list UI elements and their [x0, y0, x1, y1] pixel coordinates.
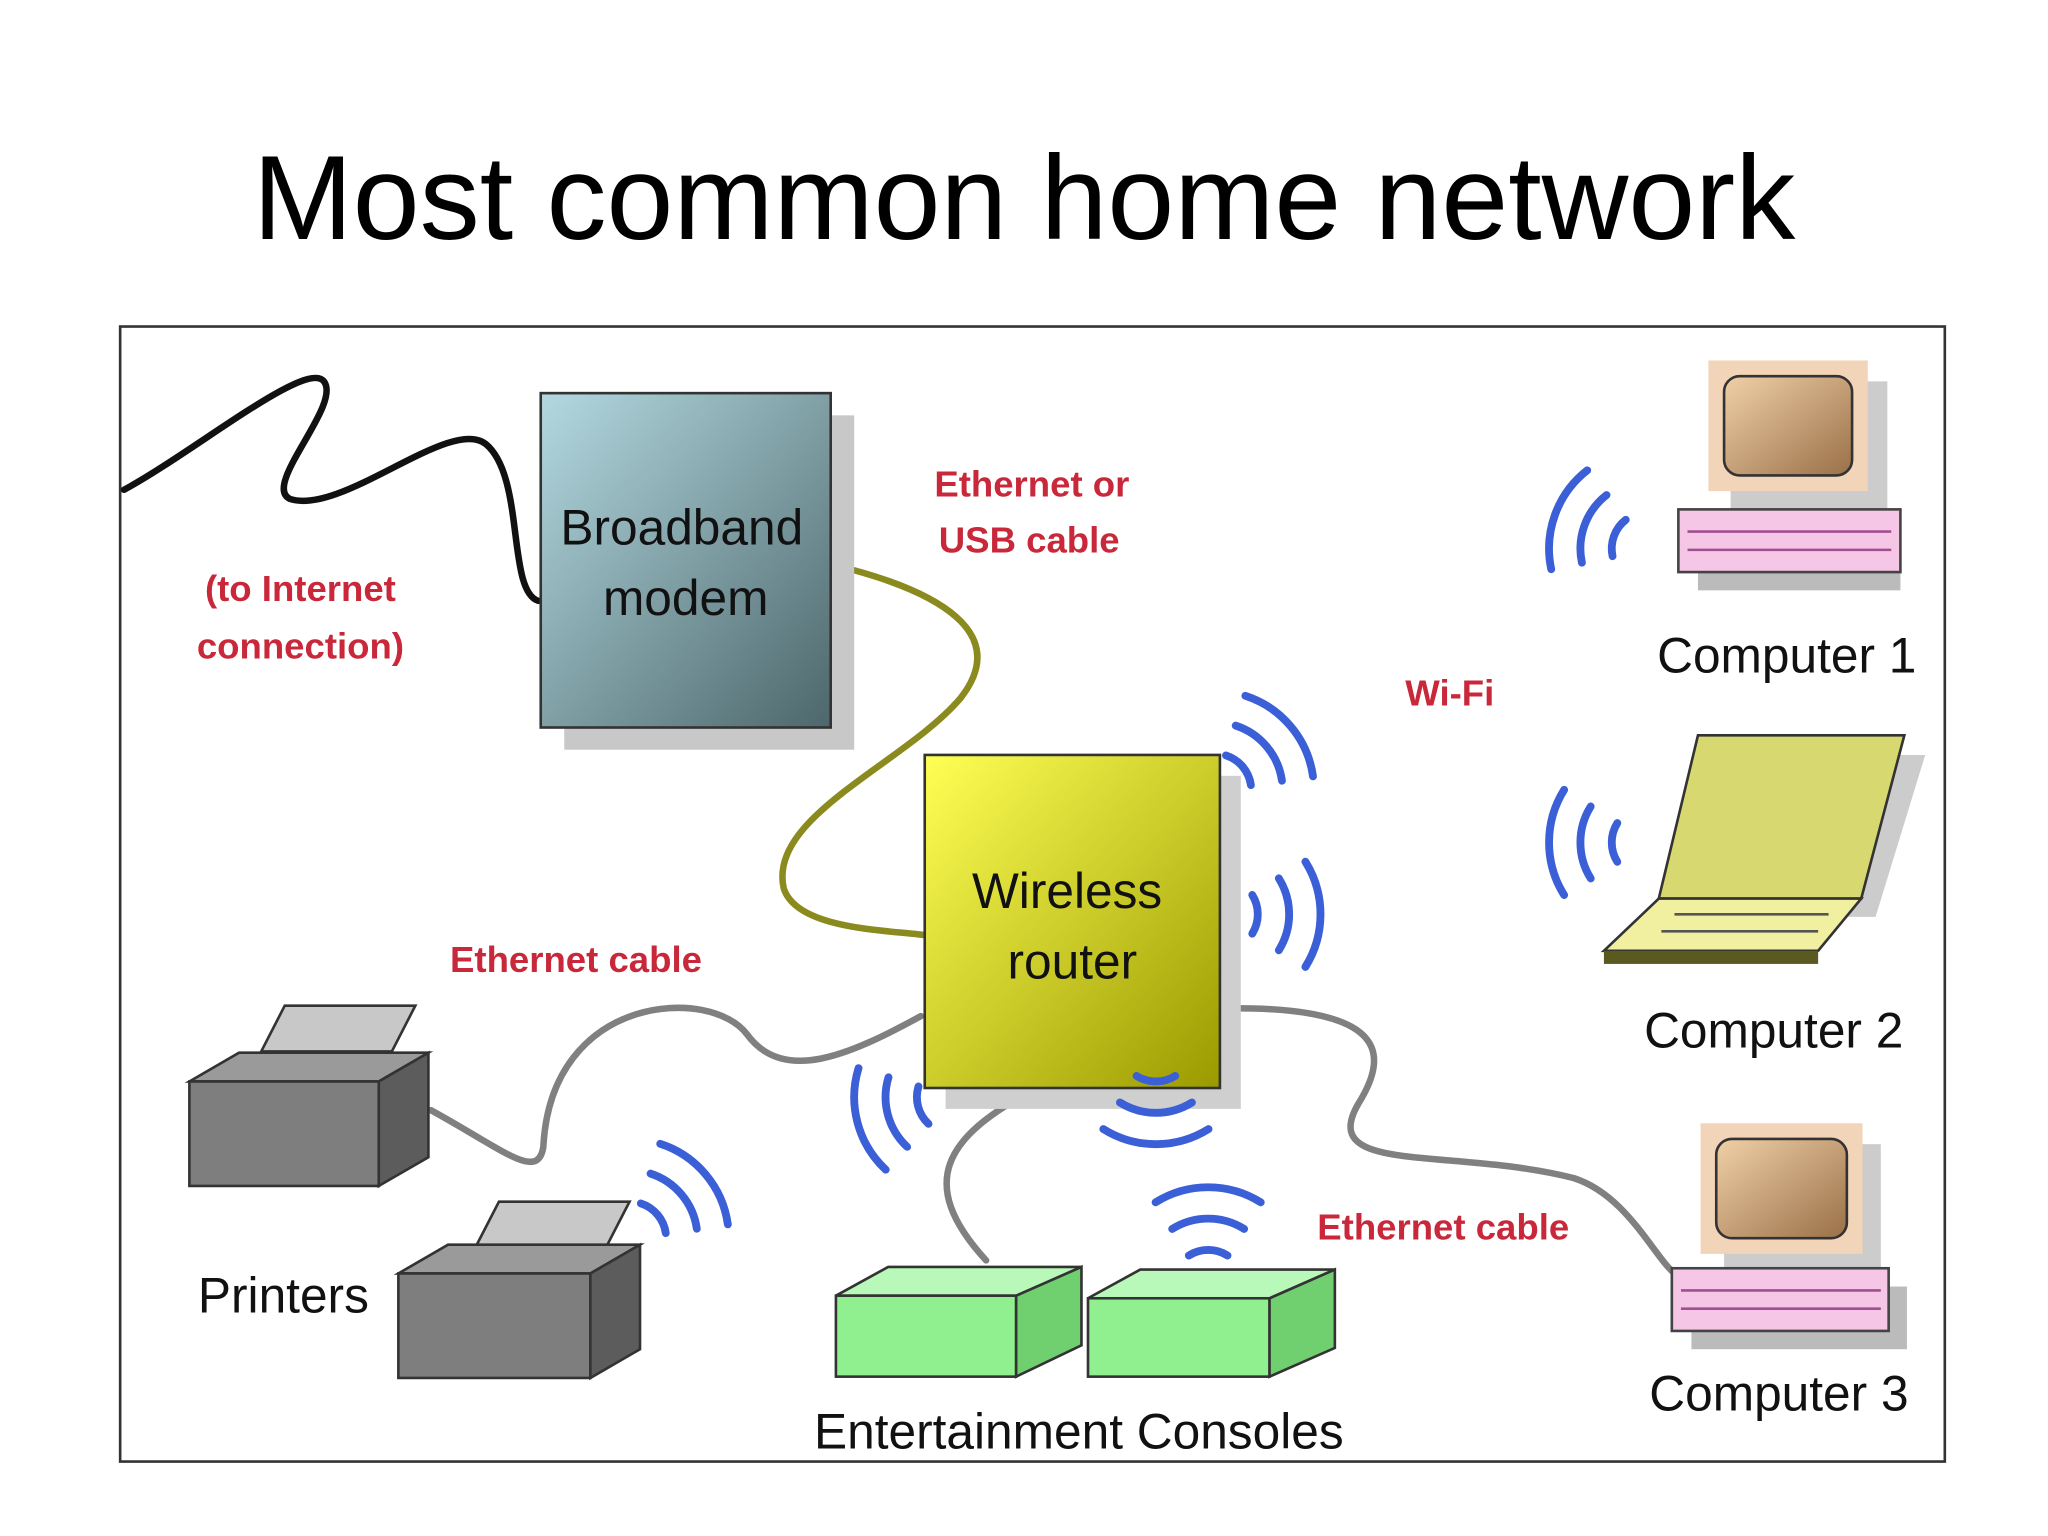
computer-3: Computer 3 — [1649, 1123, 1909, 1422]
wifi-signal-icon — [1099, 1071, 1213, 1149]
wifi-signal-icon — [850, 1064, 933, 1174]
wifi-arc — [1545, 466, 1592, 574]
printer-ethernet-cable — [427, 1004, 925, 1166]
modem-label-2: modem — [603, 570, 768, 626]
wifi-arc — [1248, 890, 1262, 938]
keyboard-icon — [1677, 508, 1902, 574]
wifi-arc — [1184, 1246, 1232, 1260]
wifi-arc — [850, 1064, 890, 1174]
internet-cable — [120, 374, 542, 605]
ethernet-usb-label-1: Ethernet or — [934, 463, 1129, 504]
computer3-ethernet-cable — [1219, 1005, 1678, 1277]
wifi-arc — [1576, 802, 1595, 883]
wifi-arc — [913, 1082, 933, 1128]
computer-2-laptop: Computer 2 — [1600, 734, 1926, 1059]
internet-label-1: (to Internet — [205, 568, 396, 609]
consoles-label: Entertainment Consoles — [814, 1403, 1344, 1459]
wifi-arc — [1274, 874, 1294, 955]
computer-1: Computer 1 — [1657, 360, 1916, 684]
router-label-1: Wireless — [972, 863, 1162, 919]
wifi-signal-icon — [1545, 785, 1622, 899]
wifi-arc — [636, 1199, 670, 1238]
slide-title: Most common home network — [253, 131, 1796, 265]
console-1 — [834, 1264, 1083, 1379]
wifi-arc — [1132, 1071, 1180, 1086]
network-diagram: Broadband modem Wireless router Computer… — [118, 325, 1947, 1463]
modem-router-cable — [779, 560, 981, 939]
computer-1-label: Computer 1 — [1657, 628, 1916, 684]
wifi-arc — [1222, 751, 1255, 790]
wifi-signal-icon — [636, 1139, 732, 1238]
wifi-arc — [1545, 785, 1569, 899]
ethernet-cable-label-right: Ethernet cable — [1317, 1207, 1569, 1248]
broadband-modem: Broadband modem — [539, 391, 855, 750]
ethernet-usb-label-2: USB cable — [939, 519, 1120, 560]
wireless-router: Wireless router — [923, 753, 1241, 1109]
computer-2-label: Computer 2 — [1644, 1003, 1903, 1059]
computer-3-label: Computer 3 — [1649, 1366, 1908, 1422]
printer-2 — [393, 1200, 645, 1381]
wifi-arc — [1231, 721, 1286, 785]
wifi-arc — [1099, 1125, 1213, 1149]
wifi-arc — [1151, 1183, 1265, 1207]
modem-label-1: Broadband — [560, 500, 803, 556]
ethernet-cable-label-left: Ethernet cable — [450, 939, 702, 980]
wifi-arc — [656, 1139, 732, 1229]
wifi-signal-icon — [1545, 466, 1630, 574]
keyboard-icon — [1670, 1266, 1890, 1333]
wifi-arc — [1607, 819, 1622, 866]
wifi-arc — [1607, 515, 1630, 561]
wifi-arc — [1168, 1214, 1249, 1233]
printer-1 — [184, 1004, 434, 1189]
wifi-arc — [1301, 857, 1325, 971]
wifi-arc — [1241, 691, 1317, 781]
wifi-arc — [1576, 491, 1611, 567]
wifi-arc — [1116, 1098, 1196, 1117]
router-label-2: router — [1008, 933, 1138, 989]
internet-label-2: connection) — [197, 625, 404, 666]
wifi-signal-icon — [1222, 691, 1317, 790]
wifi-signal-icon — [1151, 1183, 1265, 1260]
wifi-arc — [881, 1073, 912, 1151]
console-2 — [1086, 1267, 1337, 1379]
wifi-label: Wi-Fi — [1405, 672, 1494, 713]
wifi-arc — [646, 1169, 701, 1233]
printers-label: Printers — [198, 1268, 369, 1324]
wifi-signals — [636, 466, 1630, 1260]
wifi-signal-icon — [1248, 857, 1325, 971]
